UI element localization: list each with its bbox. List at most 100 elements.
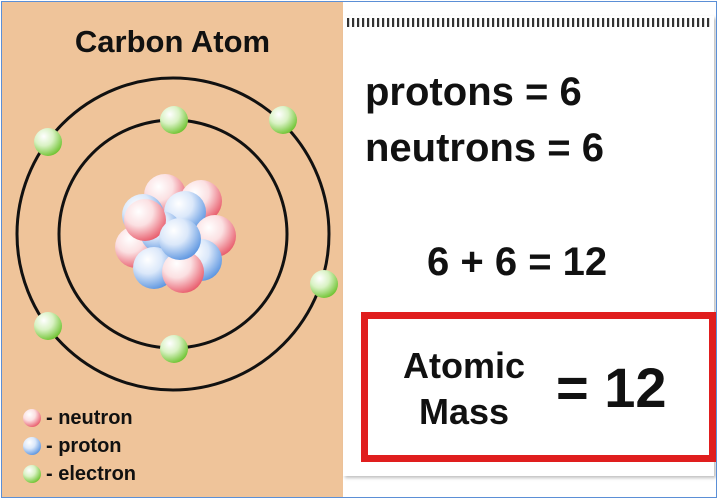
spiral-ring bbox=[437, 18, 440, 27]
diagram-title: Carbon Atom bbox=[74, 24, 271, 59]
spiral-ring bbox=[377, 18, 380, 27]
legend-item-neutron: - neutron bbox=[22, 404, 136, 432]
spiral-ring bbox=[417, 18, 420, 27]
spiral-ring bbox=[407, 18, 410, 27]
spiral-ring bbox=[532, 18, 535, 27]
spiral-ring bbox=[652, 18, 655, 27]
spiral-ring bbox=[547, 18, 550, 27]
atomic-mass-box: Atomic Mass = 12 bbox=[361, 312, 716, 462]
legend-item-proton: - proton bbox=[22, 432, 136, 460]
spiral-ring bbox=[642, 18, 645, 27]
spiral-ring bbox=[617, 18, 620, 27]
atomic-mass-label: Atomic Mass bbox=[380, 343, 548, 435]
spiral-ring bbox=[682, 18, 685, 27]
spiral-ring bbox=[637, 18, 640, 27]
spiral-ring bbox=[492, 18, 495, 27]
spiral-ring bbox=[597, 18, 600, 27]
spiral-ring bbox=[347, 18, 350, 27]
electron-particle bbox=[34, 128, 62, 156]
spiral-ring bbox=[427, 18, 430, 27]
spiral-ring bbox=[422, 18, 425, 27]
legend-label: - neutron bbox=[46, 406, 133, 429]
spiral-ring bbox=[522, 18, 525, 27]
electron-particle bbox=[310, 270, 338, 298]
atomic-mass-label-line1: Atomic bbox=[402, 345, 525, 386]
legend-item-electron: - electron bbox=[22, 460, 136, 488]
spiral-ring bbox=[452, 18, 455, 27]
spiral-ring bbox=[602, 18, 605, 27]
neutron-swatch-icon bbox=[23, 409, 41, 427]
spiral-ring bbox=[567, 18, 570, 27]
spiral-ring bbox=[582, 18, 585, 27]
spiral-ring bbox=[482, 18, 485, 27]
spiral-ring bbox=[647, 18, 650, 27]
spiral-ring bbox=[447, 18, 450, 27]
spiral-ring bbox=[577, 18, 580, 27]
spiral-ring bbox=[557, 18, 560, 27]
spiral-ring bbox=[402, 18, 405, 27]
spiral-ring bbox=[507, 18, 510, 27]
proton-swatch-icon bbox=[23, 437, 41, 455]
spiral-ring bbox=[612, 18, 615, 27]
electron-swatch-icon bbox=[23, 465, 41, 483]
electron-particle bbox=[34, 312, 62, 340]
neutron-particle bbox=[162, 251, 204, 293]
spiral-ring bbox=[562, 18, 565, 27]
spiral-ring bbox=[442, 18, 445, 27]
spiral-ring bbox=[527, 18, 530, 27]
spiral-ring bbox=[662, 18, 665, 27]
spiral-ring bbox=[412, 18, 415, 27]
neutron-particle bbox=[124, 199, 166, 241]
atomic-mass-value: = 12 bbox=[556, 356, 667, 419]
spiral-ring bbox=[497, 18, 500, 27]
spiral-ring bbox=[477, 18, 480, 27]
spiral-ring bbox=[687, 18, 690, 27]
spiral-ring bbox=[512, 18, 515, 27]
spiral-ring bbox=[542, 18, 545, 27]
spiral-ring bbox=[517, 18, 520, 27]
spiral-ring bbox=[367, 18, 370, 27]
spiral-ring bbox=[397, 18, 400, 27]
spiral-ring bbox=[472, 18, 475, 27]
spiral-ring bbox=[462, 18, 465, 27]
notepad-panel: protons = 6 neutrons = 6 6 + 6 = 12 Atom… bbox=[343, 16, 716, 476]
notepad-spiral-binding bbox=[347, 18, 710, 27]
spiral-ring bbox=[657, 18, 660, 27]
spiral-ring bbox=[502, 18, 505, 27]
electron-particle bbox=[269, 106, 297, 134]
spiral-ring bbox=[607, 18, 610, 27]
spiral-ring bbox=[432, 18, 435, 27]
electron-particle bbox=[160, 106, 188, 134]
spiral-ring bbox=[362, 18, 365, 27]
spiral-ring bbox=[672, 18, 675, 27]
spiral-ring bbox=[457, 18, 460, 27]
carbon-atom-diagram bbox=[15, 76, 338, 392]
atom-panel: Carbon Atom bbox=[2, 2, 343, 497]
spiral-ring bbox=[387, 18, 390, 27]
spiral-ring bbox=[572, 18, 575, 27]
spiral-ring bbox=[702, 18, 705, 27]
proton-particle bbox=[159, 218, 201, 260]
spiral-ring bbox=[357, 18, 360, 27]
spiral-ring bbox=[707, 18, 710, 27]
spiral-ring bbox=[372, 18, 375, 27]
spiral-ring bbox=[587, 18, 590, 27]
spiral-ring bbox=[627, 18, 630, 27]
outer-electron-shell bbox=[15, 76, 331, 392]
spiral-ring bbox=[382, 18, 385, 27]
spiral-ring bbox=[467, 18, 470, 27]
spiral-ring bbox=[697, 18, 700, 27]
spiral-ring bbox=[537, 18, 540, 27]
spiral-ring bbox=[392, 18, 395, 27]
spiral-ring bbox=[667, 18, 670, 27]
mass-sum-equation: 6 + 6 = 12 bbox=[427, 240, 608, 284]
protons-count: protons = 6 bbox=[365, 70, 582, 114]
spiral-ring bbox=[632, 18, 635, 27]
spiral-ring bbox=[552, 18, 555, 27]
nucleus bbox=[115, 174, 236, 293]
legend-label: - proton bbox=[46, 434, 122, 457]
neutrons-count: neutrons = 6 bbox=[365, 126, 604, 170]
spiral-ring bbox=[677, 18, 680, 27]
spiral-ring bbox=[622, 18, 625, 27]
